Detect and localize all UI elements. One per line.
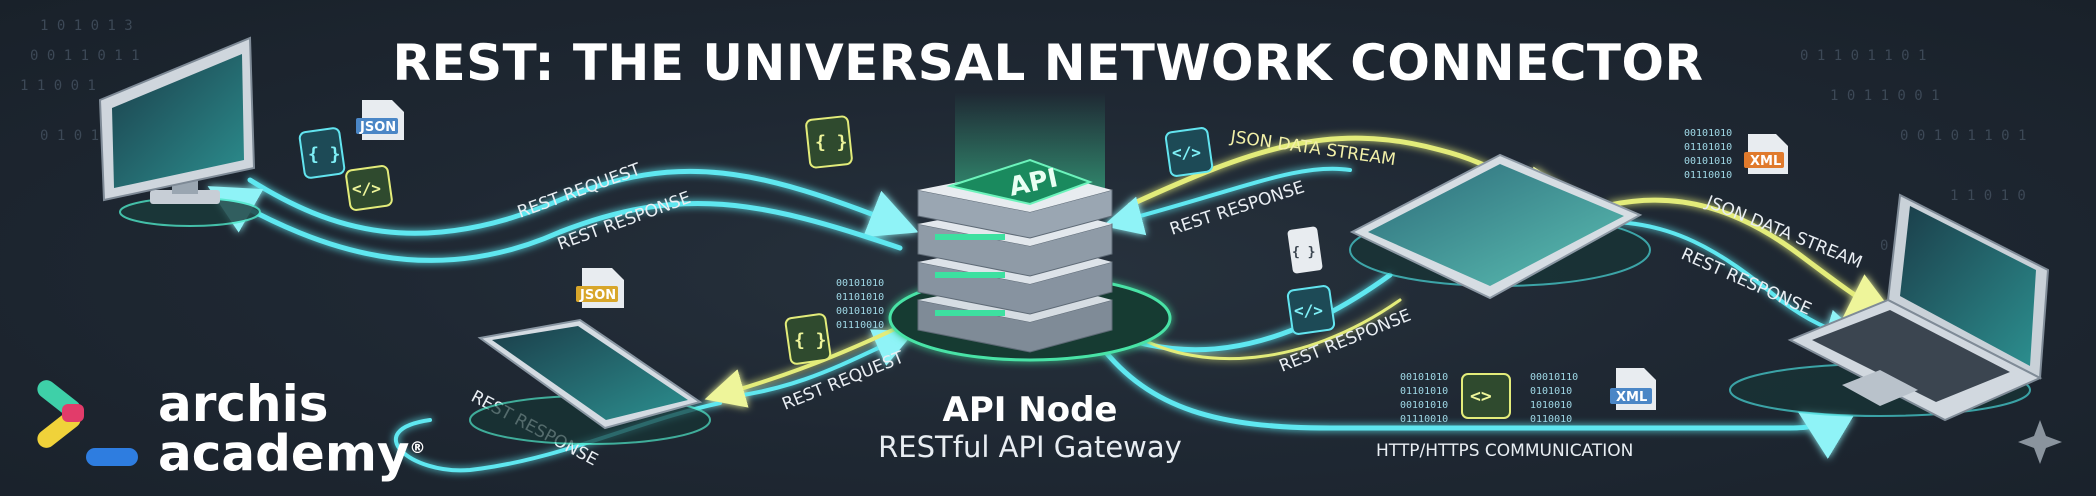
link-desktop-request bbox=[247, 168, 919, 238]
angle-tile-http: <> bbox=[1461, 373, 1511, 419]
api-server-stack: API bbox=[888, 92, 1172, 362]
binary-block-http: 00101010 01101010 00101010 01110010 0001… bbox=[1400, 372, 1578, 425]
link-http bbox=[1097, 342, 1854, 459]
tag-tile-desktop: </> bbox=[345, 165, 393, 211]
svg-text:00101010: 00101010 bbox=[836, 278, 884, 289]
binary-block-phone: 00101010 01101010 00101010 01110010 bbox=[836, 278, 884, 331]
brand-line-1: archis bbox=[158, 375, 329, 433]
label-http: HTTP/HTTPS COMMUNICATION bbox=[1376, 441, 1633, 461]
svg-text:1 1 0 1 0: 1 1 0 1 0 bbox=[1950, 188, 2026, 204]
braces-tile-phone: { } bbox=[784, 313, 832, 365]
svg-text:XML: XML bbox=[1750, 154, 1781, 169]
svg-text:JSON: JSON bbox=[579, 288, 616, 303]
json-badge-desktop: JSON bbox=[356, 100, 404, 140]
svg-text:0110010: 0110010 bbox=[1530, 414, 1572, 425]
laptop-icon bbox=[1729, 193, 2050, 422]
svg-text:{ }: { } bbox=[1292, 245, 1315, 260]
braces-tile-desktop: { } bbox=[298, 127, 346, 179]
svg-text:00101010: 00101010 bbox=[1684, 156, 1732, 167]
svg-text:0 0 1 1 0 1 1: 0 0 1 1 0 1 1 bbox=[30, 48, 140, 64]
svg-text:JSON: JSON bbox=[359, 120, 396, 135]
svg-text:</>: </> bbox=[1294, 301, 1323, 320]
link-tablet-response-top bbox=[1102, 166, 1352, 236]
link-desktop-response bbox=[207, 186, 903, 263]
xml-badge-http: XML bbox=[1610, 368, 1656, 410]
svg-text:00101010: 00101010 bbox=[1400, 400, 1448, 411]
link-laptop-stream bbox=[1607, 197, 1898, 319]
desktop-monitor-icon bbox=[98, 36, 261, 227]
label-tablet-stream: JSON DATA STREAM bbox=[1228, 127, 1397, 170]
svg-text:00010110: 00010110 bbox=[1530, 372, 1578, 383]
archis-logo-mark bbox=[37, 380, 138, 466]
svg-text:01110010: 01110010 bbox=[1400, 414, 1448, 425]
svg-text:1 0 1 1 0 0 1: 1 0 1 1 0 0 1 bbox=[1830, 88, 1940, 104]
svg-text:</>: </> bbox=[1172, 143, 1201, 162]
svg-text:{ }: { } bbox=[815, 132, 848, 153]
svg-text:00101010: 00101010 bbox=[836, 306, 884, 317]
svg-text:0 0 1 0 1 1 0 1: 0 0 1 0 1 1 0 1 bbox=[1900, 128, 2026, 144]
svg-text:01110010: 01110010 bbox=[836, 320, 884, 331]
smartphone-icon bbox=[469, 318, 711, 445]
svg-text:01101010: 01101010 bbox=[1400, 386, 1448, 397]
page-title: REST: THE UNIVERSAL NETWORK CONNECTOR bbox=[392, 34, 1704, 92]
brand-line-2: academy® bbox=[158, 424, 426, 483]
svg-text:1 1 0 0 1: 1 1 0 0 1 bbox=[20, 78, 96, 94]
registered-mark: ® bbox=[409, 438, 426, 457]
link-phone-response bbox=[704, 320, 912, 408]
sparkle-icon bbox=[2018, 420, 2062, 464]
binary-block-tablet: 00101010 01101010 00101010 01110010 bbox=[1684, 128, 1732, 181]
file-tile-tablet: { } bbox=[1287, 226, 1323, 274]
svg-text:00101010: 00101010 bbox=[1684, 128, 1732, 139]
api-node-title: API Node bbox=[942, 390, 1118, 430]
svg-text:0101010: 0101010 bbox=[1530, 386, 1572, 397]
brand-wordmark: archis academy® bbox=[158, 375, 426, 483]
svg-text:XML: XML bbox=[1616, 390, 1647, 405]
server-top bbox=[917, 158, 1113, 239]
tag-tile-tablet-bottom: </> bbox=[1286, 285, 1336, 335]
svg-text:1010010: 1010010 bbox=[1530, 400, 1572, 411]
svg-text:<>: <> bbox=[1470, 386, 1492, 407]
svg-text:01101010: 01101010 bbox=[1684, 142, 1732, 153]
svg-text:{ }: { } bbox=[794, 330, 827, 351]
label-laptop-response: REST RESPONSE bbox=[1678, 244, 1814, 319]
tablet-icon bbox=[1349, 153, 1651, 300]
svg-text:{ }: { } bbox=[308, 144, 341, 165]
link-tablet-yellow-bottom bbox=[1138, 298, 1402, 361]
svg-text:1 0 1 0 1 3: 1 0 1 0 1 3 bbox=[40, 18, 133, 34]
json-badge-phone: JSON bbox=[576, 268, 624, 308]
svg-text:</>: </> bbox=[352, 179, 381, 198]
svg-text:00101010: 00101010 bbox=[1400, 372, 1448, 383]
svg-text:0 1 1 0 1 1 0 1: 0 1 1 0 1 1 0 1 bbox=[1800, 48, 1926, 64]
tag-tile-tablet-top: </> bbox=[1164, 127, 1214, 177]
svg-text:01110010: 01110010 bbox=[1684, 170, 1732, 181]
api-node-subtitle: RESTful API Gateway bbox=[878, 430, 1182, 464]
xml-badge-tablet: XML bbox=[1744, 134, 1788, 174]
braces-tile-top: { } bbox=[805, 115, 853, 169]
svg-text:01101010: 01101010 bbox=[836, 292, 884, 303]
